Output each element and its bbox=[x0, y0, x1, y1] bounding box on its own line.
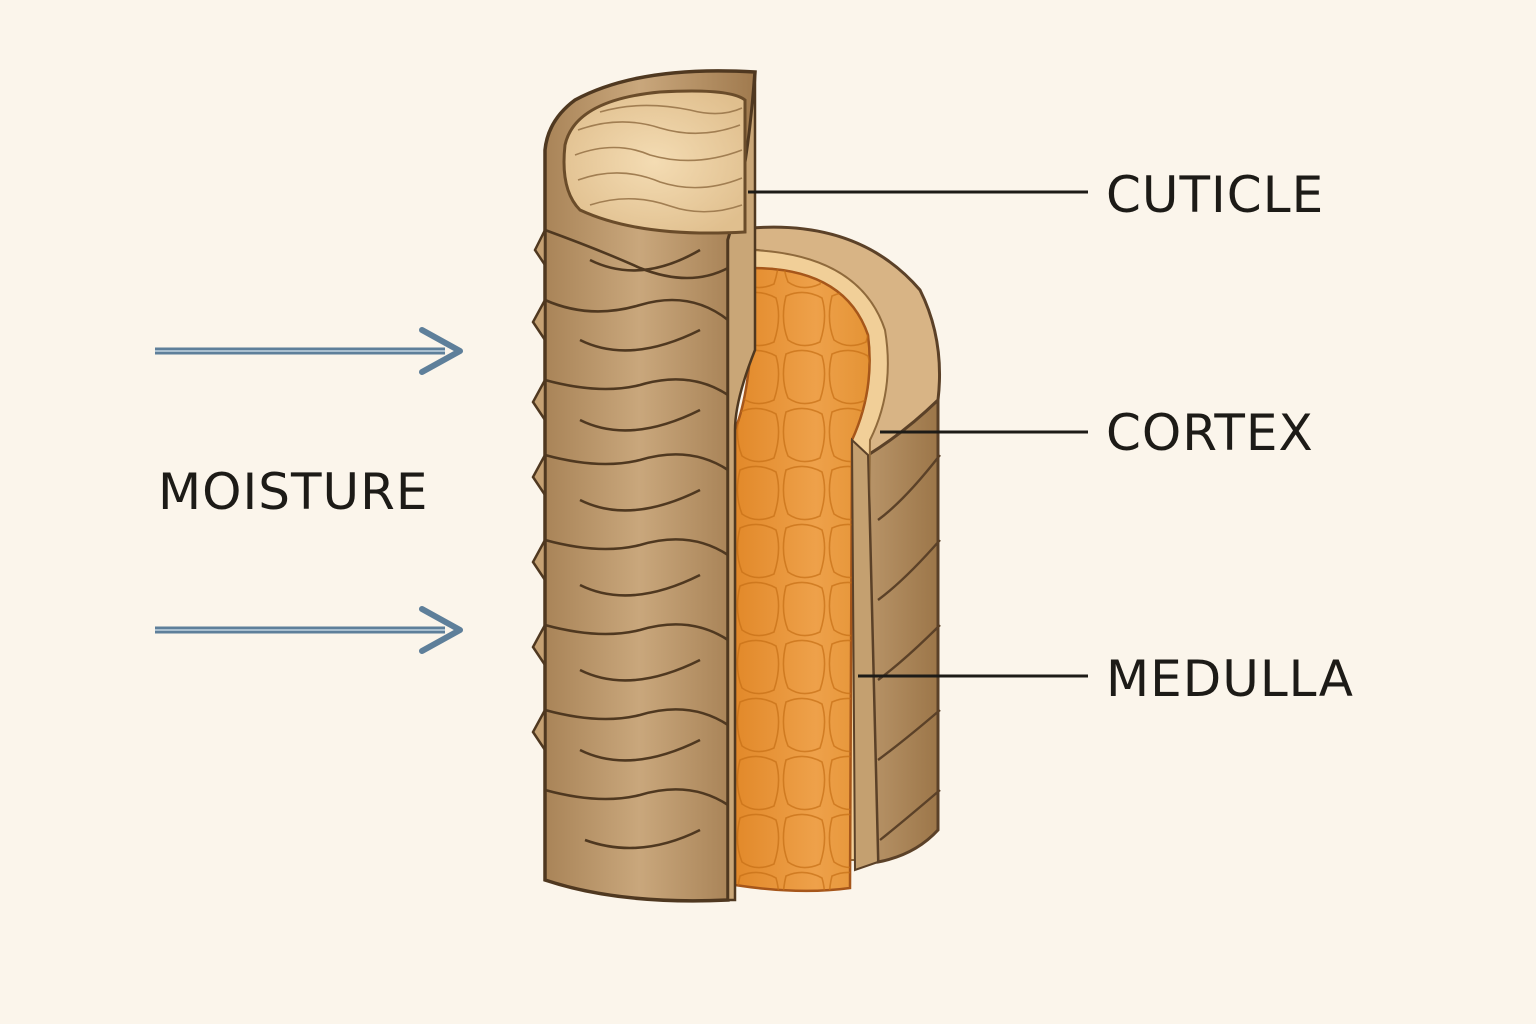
cortex-edge bbox=[850, 437, 880, 872]
cortex-label: CORTEX bbox=[1106, 404, 1314, 462]
medulla-label: MEDULLA bbox=[1106, 650, 1354, 708]
leader-lines bbox=[748, 190, 1088, 678]
cuticle-right-scales bbox=[877, 454, 941, 841]
inner-section bbox=[733, 225, 941, 893]
cuticle-scales bbox=[544, 228, 729, 850]
moisture-label: MOISTURE bbox=[158, 463, 429, 521]
cuticle-label: CUTICLE bbox=[1106, 166, 1325, 224]
left-scale-tips bbox=[531, 229, 547, 755]
cuticle-top-face bbox=[562, 89, 747, 235]
moisture-arrow-bottom bbox=[155, 606, 463, 654]
moisture-arrow-top bbox=[155, 327, 463, 375]
cortex-cells bbox=[735, 268, 870, 891]
outer-cylinder bbox=[531, 69, 757, 903]
top-face-fibers bbox=[574, 104, 743, 213]
